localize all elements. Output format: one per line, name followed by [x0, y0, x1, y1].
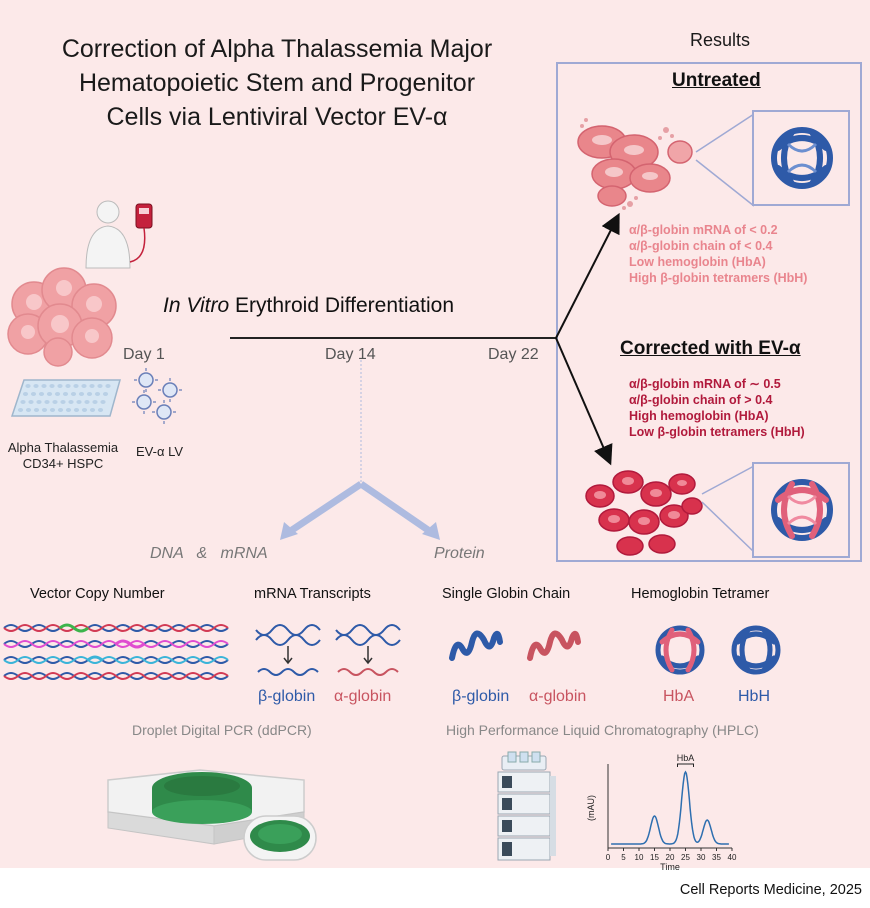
x-tick-label: 30 — [697, 853, 706, 862]
day-22-label: Day 22 — [488, 346, 539, 363]
globin-chain-icons — [449, 630, 581, 661]
branch-right — [359, 481, 430, 533]
hspc-label: Alpha Thalassemia CD34+ HSPC — [2, 440, 124, 472]
y-axis-label: (mAU) — [586, 795, 596, 821]
day-14-label: Day 14 — [325, 346, 376, 363]
hba-peak-label: HbA — [677, 753, 695, 763]
hspc-label-line-1: Alpha Thalassemia — [7, 440, 119, 455]
untreated-heading: Untreated — [672, 70, 761, 91]
corrected-finding-1: α/β-globin mRNA of ∼ 0.5 — [629, 377, 781, 391]
untreated-finding-3: Low hemoglobin (HbA) — [629, 255, 766, 269]
dna-mrna-label: DNA & mRNA — [150, 545, 268, 562]
x-tick-label: 10 — [635, 853, 644, 862]
chromatogram-line — [611, 770, 729, 845]
untreated-finding-4: High β-globin tetramers (HbH) — [629, 271, 808, 285]
graphical-abstract-panel: Correction of Alpha Thalassemia Major He… — [0, 0, 870, 872]
chain-heading: Single Globin Chain — [442, 586, 571, 602]
title-line-1: Correction of Alpha Thalassemia Major — [61, 35, 493, 63]
tetramer-hba-label: HbA — [663, 688, 695, 705]
x-tick-label: 15 — [650, 853, 659, 862]
protein-label: Protein — [434, 545, 485, 562]
untreated-finding-2: α/β-globin chain of < 0.4 — [629, 239, 773, 253]
title-line-3: Cells via Lentiviral Vector EV-α — [106, 103, 448, 131]
dna-strands-icon — [3, 623, 229, 680]
x-tick-label: 25 — [681, 853, 690, 862]
vector-label: EV-α LV — [136, 444, 184, 459]
corrected-zoom-box — [752, 462, 850, 558]
tetramer-hbh-label: HbH — [738, 688, 771, 705]
patient-icon — [85, 200, 153, 269]
corrected-heading: Corrected with EV-α — [620, 338, 801, 359]
hba-bracket — [677, 763, 694, 767]
chain-alpha-label: α-globin — [529, 688, 587, 705]
corrected-findings: α/β-globin mRNA of ∼ 0.5 α/β-globin chai… — [629, 376, 805, 440]
timeline-title-italic: In Vitro — [163, 294, 230, 317]
timeline-title-rest: Erythroid Differentiation — [229, 294, 455, 317]
x-axis-label: Time — [660, 862, 680, 872]
results-box — [556, 62, 862, 562]
mrna-beta-label: β-globin — [258, 688, 316, 705]
ddpcr-method-label: Droplet Digital PCR (ddPCR) — [132, 722, 312, 738]
mrna-alpha-label: α-globin — [334, 688, 392, 705]
arrow-to-untreated — [555, 212, 620, 339]
lentiviral-vector-icon — [132, 368, 182, 424]
tetramer-heading: Hemoglobin Tetramer — [631, 586, 770, 602]
abstract-title: Correction of Alpha Thalassemia Major He… — [8, 32, 546, 134]
untreated-findings: α/β-globin mRNA of < 0.2 α/β-globin chai… — [629, 222, 807, 286]
day-1-label: Day 1 — [123, 346, 165, 363]
corrected-finding-4: Low β-globin tetramers (HbH) — [629, 425, 805, 439]
hba-small-icon — [655, 625, 705, 675]
ddpcr-instrument-icon — [107, 769, 317, 861]
untreated-red-cells-icon — [577, 113, 755, 210]
x-tick-label: 20 — [666, 853, 675, 862]
x-tick-label: 40 — [728, 853, 737, 862]
x-tick-label: 0 — [606, 853, 611, 862]
mrna-transcript-icons — [255, 624, 401, 676]
hba-tetramer-icon — [771, 479, 833, 541]
corrected-red-cells-icon — [585, 465, 755, 556]
hbh-tetramer-icon — [771, 127, 833, 189]
timeline-title: In Vitro Erythroid Differentiation — [163, 294, 454, 318]
branch-left — [290, 481, 363, 533]
hbh-small-icon — [731, 625, 781, 675]
untreated-zoom-box — [752, 110, 850, 206]
corrected-finding-2: α/β-globin chain of > 0.4 — [629, 393, 773, 407]
chain-beta-label: β-globin — [452, 688, 510, 705]
hspc-label-line-2: CD34+ HSPC — [22, 456, 104, 471]
x-tick-label: 35 — [712, 853, 721, 862]
results-label: Results — [690, 30, 751, 50]
mrna-heading: mRNA Transcripts — [254, 586, 371, 602]
hplc-method-label: High Performance Liquid Chromatography (… — [446, 722, 759, 738]
hplc-instrument-icon — [497, 751, 556, 861]
untreated-finding-1: α/β-globin mRNA of < 0.2 — [629, 223, 778, 237]
arrow-to-corrected — [555, 337, 613, 466]
title-line-2: Hematopoietic Stem and Progenitor — [78, 69, 476, 97]
corrected-finding-3: High hemoglobin (HbA) — [629, 409, 769, 423]
timeline-arrows — [130, 212, 620, 540]
citation-footer: Cell Reports Medicine, 2025 — [679, 882, 862, 898]
vcn-heading: Vector Copy Number — [30, 586, 165, 602]
x-tick-label: 5 — [621, 853, 626, 862]
well-plate-icon — [10, 379, 121, 417]
hspc-cluster-icon — [7, 267, 117, 367]
